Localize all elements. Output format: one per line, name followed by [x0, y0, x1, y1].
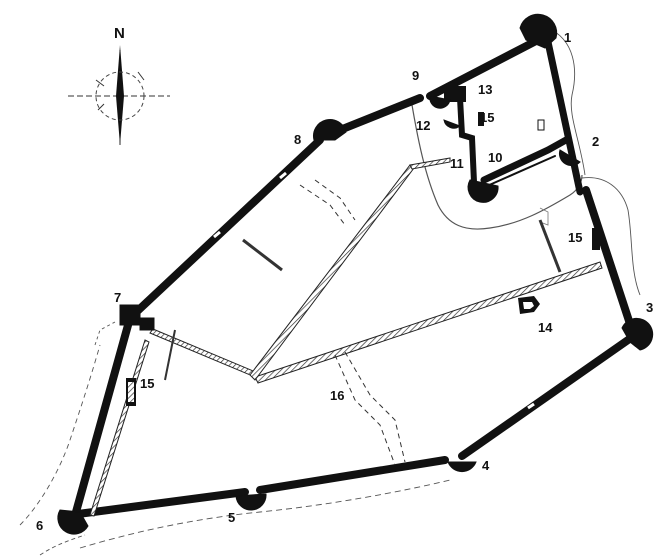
- small-structures: [126, 112, 600, 406]
- citadel-ditch: [411, 104, 583, 230]
- label-4: 4: [482, 458, 490, 473]
- tower-5-shape: [235, 493, 267, 511]
- dashed-paths: [299, 179, 406, 466]
- label-16: 16: [330, 388, 344, 403]
- thin-walls: [164, 219, 562, 381]
- label-15-west: 15: [140, 376, 154, 391]
- label-14: 14: [538, 320, 553, 335]
- citadel-ditch-inner: [539, 207, 549, 226]
- label-5: 5: [228, 510, 235, 525]
- towers: [57, 13, 654, 535]
- compass-rose: N: [68, 25, 170, 145]
- label-3: 3: [646, 300, 653, 315]
- label-15-east: 15: [568, 230, 582, 245]
- tower-6-shape: [57, 509, 89, 535]
- plan-labels: 1 2 3 4 5 6 7 8 9 10 11 12 13 14 15 15 1…: [36, 30, 653, 533]
- tower-4-shape: [447, 461, 477, 473]
- tower-10-shape: [467, 179, 499, 203]
- label-9: 9: [412, 68, 419, 83]
- tower-2-shape: [558, 149, 581, 167]
- label-11: 11: [450, 156, 464, 171]
- label-15-citadel: 15: [480, 110, 494, 125]
- label-1: 1: [564, 30, 571, 45]
- curtain-walls: [72, 36, 636, 518]
- terrain-lines: [19, 27, 641, 556]
- wall-gaps: [118, 171, 535, 410]
- citadel-walls: [444, 86, 570, 187]
- label-7: 7: [114, 290, 121, 305]
- label-12: 12: [416, 118, 430, 133]
- tower-8-shape: [313, 119, 347, 141]
- north-label: N: [114, 25, 125, 42]
- label-2: 2: [592, 134, 599, 149]
- label-10: 10: [488, 150, 502, 165]
- tower-1-shape: [519, 13, 558, 49]
- tower-3-shape: [621, 317, 654, 351]
- internal-walls: [89, 157, 603, 517]
- label-6: 6: [36, 518, 43, 533]
- label-13: 13: [478, 82, 492, 97]
- label-8: 8: [294, 132, 301, 147]
